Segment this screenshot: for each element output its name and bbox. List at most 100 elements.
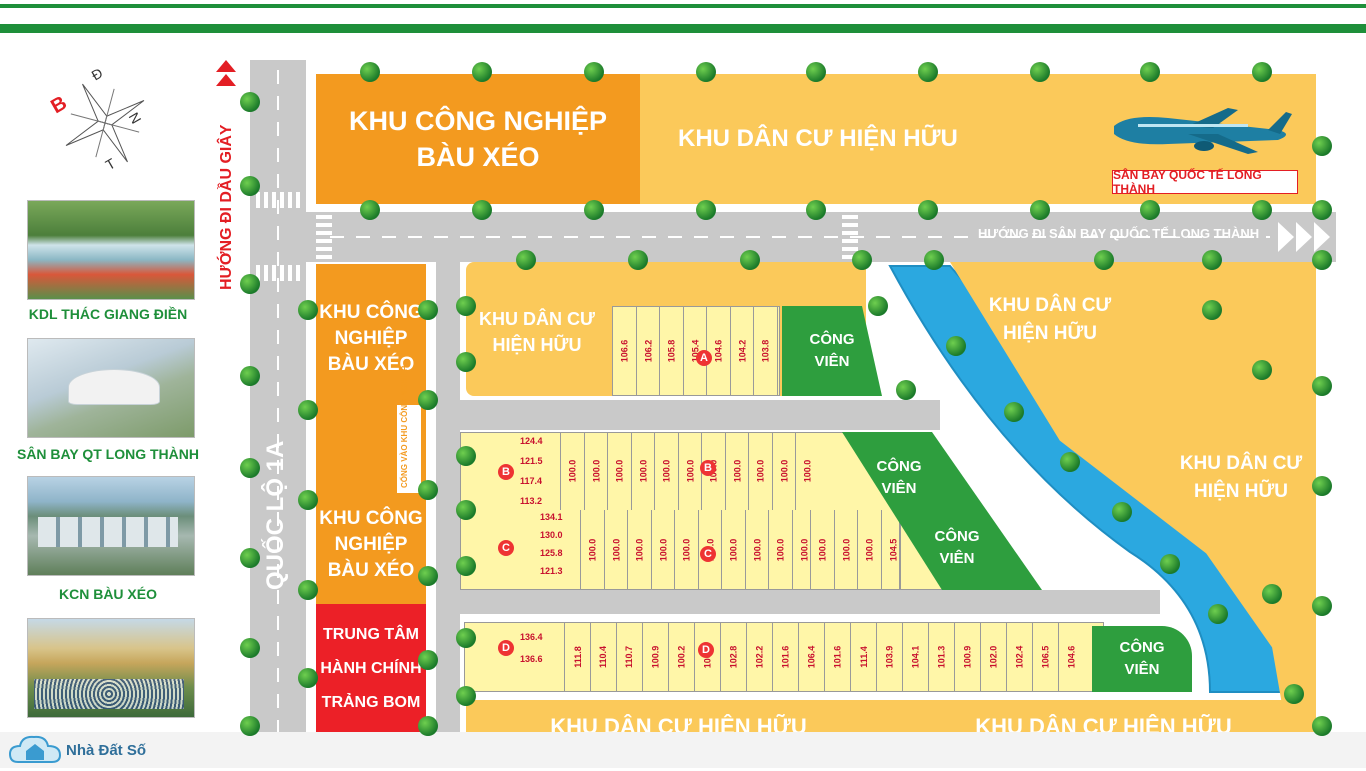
lot-c-6[interactable]: 100.0 (697, 510, 722, 590)
lot-d-16[interactable]: 100.9 (954, 622, 980, 692)
lot-d-10[interactable]: 106.4 (798, 622, 824, 692)
lot-c-9[interactable]: 100.0 (768, 510, 792, 590)
lot-b-9[interactable]: 100.0 (748, 432, 772, 510)
tree-icon (1202, 250, 1222, 270)
lot-a-6[interactable]: 104.2 (729, 306, 754, 396)
lot-b-5[interactable]: 100.0 (654, 432, 678, 510)
arrow-up-icon (216, 60, 236, 72)
lot-b-area-8: 100.0 (731, 459, 742, 483)
lot-d-area-10: 106.4 (806, 645, 817, 669)
lot-a-area-2: 106.2 (642, 339, 653, 363)
lot-b-10[interactable]: 100.0 (771, 432, 796, 510)
tree-icon (240, 638, 260, 658)
lot-a-5[interactable]: 104.6 (706, 306, 730, 396)
lot-b-area-9: 100.0 (755, 459, 766, 483)
road-internal-1 (440, 400, 940, 430)
lot-b-area-4: 100.0 (637, 459, 648, 483)
lot-d-area-8: 102.2 (754, 645, 765, 669)
lot-d-area-13: 103.9 (884, 645, 895, 669)
zone-trung-tam-line1: TRUNG TÂM (323, 626, 419, 643)
lot-d-3[interactable]: 110.7 (616, 622, 642, 692)
lot-d-area-14: 104.1 (910, 645, 921, 669)
lot-c-8[interactable]: 100.0 (744, 510, 769, 590)
zone-trung-tam-line2: HÀNH CHÍNH (320, 660, 422, 677)
crosswalk-4 (842, 215, 858, 259)
lot-a-4[interactable]: 105.4 (682, 306, 707, 396)
road-center-line (277, 70, 279, 760)
tree-icon (896, 380, 916, 400)
lot-b-8[interactable]: 100.0 (724, 432, 749, 510)
lot-d-2[interactable]: 110.4 (590, 622, 616, 692)
lot-d-6[interactable]: 100.0 (694, 622, 720, 692)
lot-c-1[interactable]: 100.0 (580, 510, 604, 590)
lot-b-1[interactable]: 100.0 (560, 432, 584, 510)
lot-a-8[interactable]: 103.0 (776, 306, 801, 396)
lot-a-3[interactable]: 105.8 (659, 306, 683, 396)
tree-icon (472, 200, 492, 220)
lot-b-3[interactable]: 100.0 (607, 432, 631, 510)
lot-d-5[interactable]: 100.2 (668, 622, 694, 692)
lot-d-8[interactable]: 102.2 (746, 622, 772, 692)
zone-kdc-top-label: KHU DÂN CƯ HIỆN HỮU (678, 125, 958, 152)
lot-d-20[interactable]: 104.6 (1058, 622, 1084, 692)
kdc-right-top-line1: KHU DÂN CƯ (988, 295, 1112, 316)
lot-a-2[interactable]: 106.2 (635, 306, 660, 396)
lot-d-12[interactable]: 111.4 (850, 622, 876, 692)
lot-c-right-4[interactable]: 104.5 (880, 510, 905, 590)
crosswalk-3 (316, 215, 332, 259)
lot-b-4[interactable]: 100.0 (630, 432, 655, 510)
road-internal-2 (440, 590, 1160, 614)
tree-icon (1252, 200, 1272, 220)
lot-c-5[interactable]: 100.0 (674, 510, 698, 590)
lot-d-17[interactable]: 102.0 (980, 622, 1006, 692)
lot-b-6[interactable]: 100.0 (677, 432, 702, 510)
photo-thac-giang-dien (27, 200, 195, 300)
lot-d-11[interactable]: 101.6 (824, 622, 850, 692)
lot-d-4[interactable]: 100.9 (642, 622, 668, 692)
lot-a-1[interactable]: 106.6 (612, 306, 636, 396)
lot-d-13[interactable]: 103.9 (876, 622, 902, 692)
tree-icon (806, 62, 826, 82)
lot-d-9[interactable]: 101.6 (772, 622, 798, 692)
lot-c-2[interactable]: 100.0 (603, 510, 628, 590)
lot-d-18[interactable]: 102.4 (1006, 622, 1032, 692)
kdc-right-line1: KHU DÂN CƯ (1179, 453, 1303, 474)
lot-b-2[interactable]: 100.0 (583, 432, 608, 510)
tree-icon (1208, 604, 1228, 624)
tree-icon (1160, 554, 1180, 574)
lot-d-15[interactable]: 101.3 (928, 622, 954, 692)
tree-icon (1262, 584, 1282, 604)
lot-d-14[interactable]: 104.1 (902, 622, 928, 692)
lot-d-1[interactable]: 111.8 (564, 622, 590, 692)
lot-b-03: 121.5 (520, 456, 543, 466)
block-b-label: B (498, 464, 514, 480)
lot-c-7[interactable]: 100.0 (721, 510, 745, 590)
lot-d-7[interactable]: 102.8 (720, 622, 746, 692)
lot-c-10[interactable]: 100.0 (791, 510, 816, 590)
lot-d-area-1: 111.8 (572, 646, 583, 668)
lot-d-01: 136.6 (520, 654, 543, 664)
zone-kcn-mid-line3: BÀU XÉO (327, 354, 415, 375)
lot-b-area-5: 100.0 (661, 459, 672, 483)
lot-d-area-12: 111.4 (858, 646, 869, 668)
lot-a-area-3: 105.8 (666, 339, 677, 363)
zone-kcn-mid-line1: KHU CÔNG (319, 302, 423, 323)
lot-d-area-19: 106.5 (1040, 645, 1051, 669)
lot-d-19[interactable]: 106.5 (1032, 622, 1058, 692)
caption-san-bay: SÂN BAY QT LONG THÀNH (16, 446, 199, 462)
lot-a-7[interactable]: 103.8 (753, 306, 777, 396)
lot-c-4[interactable]: 100.0 (650, 510, 675, 590)
tree-icon (1284, 684, 1304, 704)
lot-c-right-2[interactable]: 100.0 (833, 510, 858, 590)
lot-c-3[interactable]: 100.0 (627, 510, 651, 590)
block-d-left-lots: 136.4 136.6 (520, 632, 543, 676)
lot-a-area-6: 104.2 (736, 339, 747, 363)
lot-a-area-7: 103.8 (760, 339, 771, 363)
lot-b-11[interactable]: 100.0 (795, 432, 819, 510)
cong-vien-4-line1: CÔNG (1119, 639, 1165, 656)
road-internal-v (436, 262, 460, 768)
lot-c-right-3[interactable]: 100.0 (857, 510, 881, 590)
lot-c-right-1[interactable]: 100.0 (810, 510, 834, 590)
photo-san-bay (27, 338, 195, 438)
